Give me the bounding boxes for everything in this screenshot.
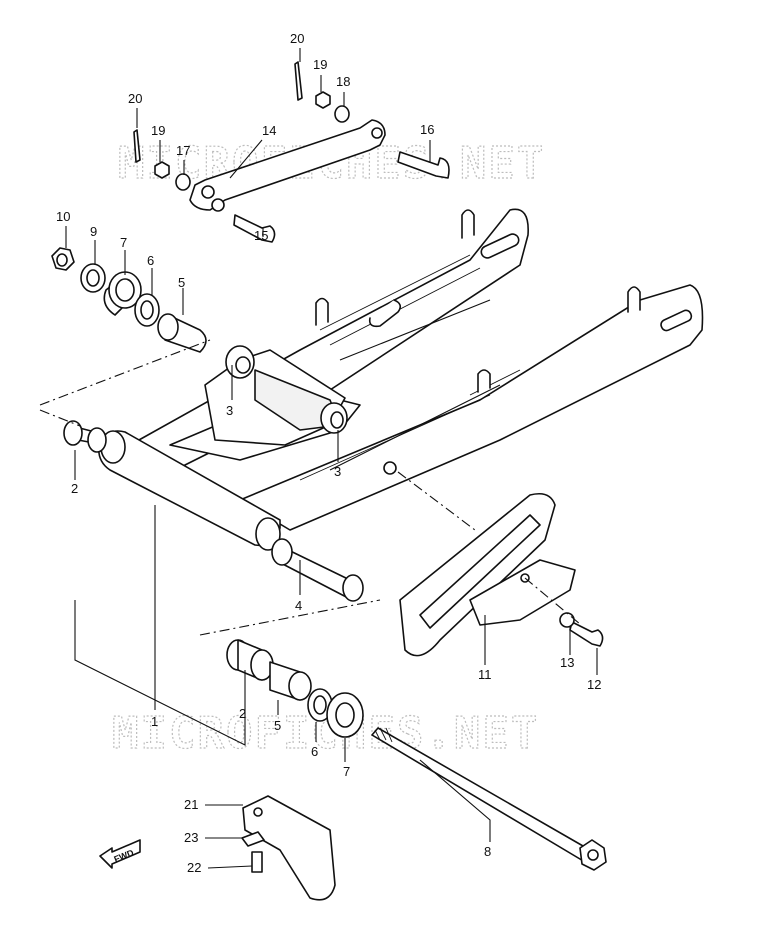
- washer-17: [175, 173, 191, 191]
- collar-13: [559, 612, 575, 628]
- bolt-12: [569, 621, 604, 647]
- callout-19b: 19: [313, 57, 327, 72]
- callout-20b: 20: [290, 31, 304, 46]
- callout-5a: 5: [178, 275, 185, 290]
- callout-20a: 20: [128, 91, 142, 106]
- nut-19b: [315, 91, 331, 109]
- torque-link-rod: [189, 119, 386, 212]
- pivot-spacer-4: [271, 538, 364, 602]
- centerline-pivot: [39, 409, 81, 427]
- grommet: [383, 461, 397, 475]
- callout-19a: 19: [151, 123, 165, 138]
- pivot-shaft-8: [371, 727, 607, 871]
- centerline-bolt12: [524, 577, 581, 625]
- centerline-left: [39, 339, 211, 406]
- lower-bearing-stack: [226, 639, 364, 738]
- callout-2a: 2: [71, 481, 78, 496]
- cotter-pin-20a: [133, 129, 141, 163]
- bolt-15: [233, 214, 276, 243]
- callout-21: 21: [184, 797, 198, 812]
- callout-3a: 3: [226, 403, 233, 418]
- callout-4: 4: [295, 598, 302, 613]
- callout-16: 16: [420, 122, 434, 137]
- centerline-lower: [199, 599, 381, 636]
- leader-lines: [65, 48, 598, 869]
- callout-10: 10: [56, 209, 70, 224]
- washer-23: [241, 831, 265, 847]
- left-bearing-stack: [51, 247, 207, 353]
- callout-3b: 3: [334, 464, 341, 479]
- callout-2b: 2: [239, 706, 246, 721]
- cover-21: [242, 795, 336, 901]
- fwd-arrow-icon: FWD: [99, 839, 141, 869]
- callout-23: 23: [184, 830, 198, 845]
- callout-7b: 7: [343, 764, 350, 779]
- callout-17: 17: [176, 143, 190, 158]
- callout-12: 12: [587, 677, 601, 692]
- cotter-pin-20b: [294, 61, 303, 101]
- callout-6b: 6: [311, 744, 318, 759]
- chain-guide-11: [399, 492, 576, 657]
- callout-15: 15: [254, 228, 268, 243]
- callout-22: 22: [187, 860, 201, 875]
- callout-1: 1: [151, 714, 158, 729]
- callout-11: 11: [478, 667, 492, 682]
- callout-18: 18: [336, 74, 350, 89]
- bolt-22: [251, 851, 263, 873]
- bolt-16: [397, 151, 450, 179]
- swingarm: [97, 208, 704, 551]
- callout-8: 8: [484, 844, 491, 859]
- callout-14: 14: [262, 123, 276, 138]
- callout-13: 13: [560, 655, 574, 670]
- callout-6a: 6: [147, 253, 154, 268]
- callout-9: 9: [90, 224, 97, 239]
- callout-5b: 5: [274, 718, 281, 733]
- callout-7a: 7: [120, 235, 127, 250]
- nut-19a: [154, 161, 170, 179]
- centerline-chainguide: [397, 471, 476, 531]
- washer-18: [334, 105, 350, 123]
- needle-bearing-2a: [63, 420, 107, 453]
